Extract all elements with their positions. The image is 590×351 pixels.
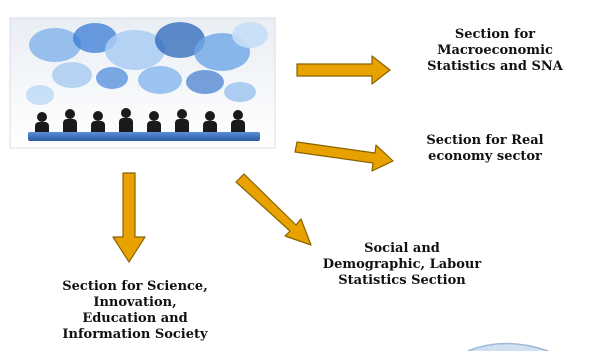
label-line: Section for Real — [426, 133, 544, 148]
arrow-to-social — [235, 173, 312, 246]
label-line: Information Society — [62, 327, 208, 342]
meeting-illustration — [9, 17, 276, 149]
label-line: economy sector — [428, 149, 542, 164]
label-social-demographic-section: Social and Demographic, Labour Statistic… — [302, 241, 502, 289]
label-line: Innovation, — [93, 295, 177, 310]
label-real-economy-section: Section for Real economy sector — [400, 133, 570, 165]
decorative-arc — [467, 342, 549, 351]
arrow-to-macro — [296, 55, 391, 85]
arrow-to-real — [294, 141, 394, 172]
label-line: Macroeconomic — [437, 43, 553, 58]
label-macroeconomic-section: Section for Macroeconomic Statistics and… — [400, 27, 590, 75]
meeting-table — [28, 132, 260, 141]
arrow-to-science — [112, 172, 146, 263]
speech-bubbles — [26, 22, 268, 105]
label-line: Statistics and SNA — [427, 59, 563, 74]
label-line: Section for — [454, 27, 536, 42]
label-science-innovation-section: Section for Science, Innovation, Educati… — [20, 279, 250, 343]
label-line: Statistics Section — [338, 273, 466, 288]
label-line: Education and — [82, 311, 188, 326]
label-line: Section for Science, — [62, 279, 208, 294]
label-line: Social and — [364, 241, 440, 256]
label-line: Demographic, Labour — [322, 257, 482, 272]
